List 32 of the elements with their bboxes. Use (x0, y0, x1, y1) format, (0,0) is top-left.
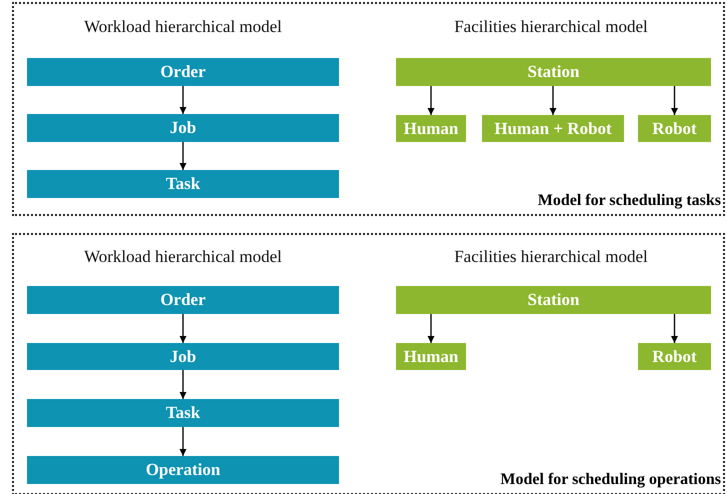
workload-box: Order (27, 286, 339, 314)
arrow (550, 86, 556, 115)
facility-box: Human + Robot (482, 115, 624, 142)
workload-box: Task (27, 399, 339, 427)
section-heading: Workload hierarchical model (84, 247, 282, 267)
facility-box: Robot (638, 343, 711, 370)
facility-box: Station (396, 286, 711, 314)
section-heading: Facilities hierarchical model (454, 247, 648, 267)
model-panel (12, 233, 725, 494)
arrow (180, 86, 186, 114)
facility-box: Robot (638, 115, 711, 142)
arrow (671, 86, 678, 115)
section-heading: Facilities hierarchical model (454, 17, 648, 37)
arrow (180, 142, 186, 170)
workload-box: Job (27, 343, 339, 370)
facility-box: Human (396, 343, 466, 370)
arrow (428, 86, 434, 115)
workload-box: Order (27, 58, 339, 86)
arrow (180, 370, 186, 399)
model-panel (12, 2, 725, 216)
section-heading: Workload hierarchical model (84, 17, 282, 37)
arrow (180, 314, 186, 343)
workload-box: Operation (27, 456, 339, 484)
facility-box: Human (396, 115, 466, 142)
arrow (428, 314, 434, 343)
panel-caption: Model for scheduling operations (500, 471, 721, 489)
panel-caption: Model for scheduling tasks (538, 192, 721, 210)
workload-box: Job (27, 114, 339, 142)
workload-box: Task (27, 170, 339, 198)
facility-box: Station (396, 58, 711, 86)
arrow (180, 427, 186, 456)
arrow (671, 314, 678, 343)
